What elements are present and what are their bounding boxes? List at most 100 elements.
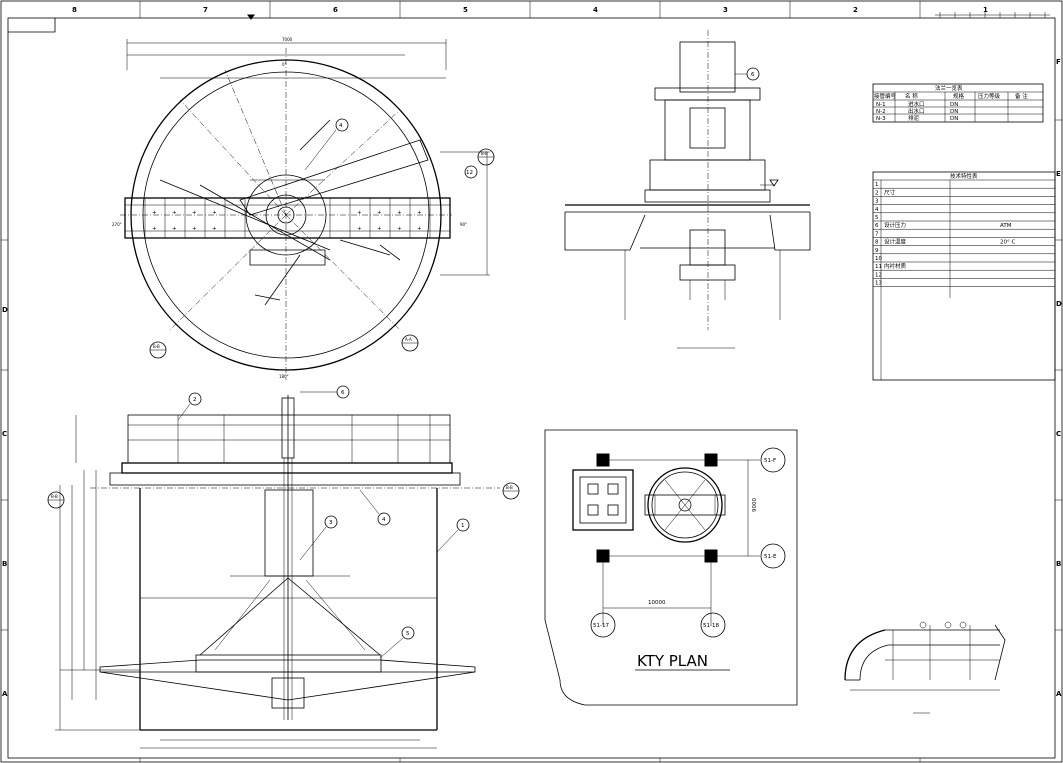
tech-row-cell: 4 [875, 207, 879, 213]
detail-callout-6: 6 [751, 72, 755, 78]
nozzle-header-name: 名 称 [905, 92, 918, 100]
section-callout-6: 6 [300, 385, 350, 399]
plan-angle-bottom: 180° [279, 374, 289, 379]
svg-text:+: + [417, 210, 422, 216]
nozzle-row-3-spec: DN [950, 116, 958, 122]
svg-text:3: 3 [329, 520, 333, 526]
svg-text:+: + [172, 226, 177, 232]
tech-table-title: 技术特性表 [950, 172, 978, 180]
svg-text:B-B: B-B [506, 485, 513, 490]
plan-angle-left: 270° [112, 222, 122, 227]
kty-dim-vertical: 9000 [752, 498, 758, 512]
svg-text:1: 1 [461, 523, 465, 529]
kty-plan-title: KTY PLAN [637, 652, 708, 670]
tech-row-cell: 设计压力 [884, 221, 906, 229]
zone-label-right-c: C [1056, 430, 1061, 438]
svg-text:+: + [192, 210, 197, 216]
section-callout-2: 2 [177, 392, 202, 421]
section-mark-right: B-B [502, 482, 520, 500]
nozzle-header-spec: 规格 [953, 92, 965, 100]
nozzle-row-2-name: 出水口 [908, 107, 925, 115]
tech-row-cell: 10 [875, 256, 882, 262]
zone-label-right-f: F [1056, 58, 1061, 66]
nozzle-row-1-id: N-1 [876, 102, 886, 108]
tech-row-cell: 9 [875, 248, 879, 254]
svg-text:+: + [172, 210, 177, 216]
svg-text:+: + [357, 226, 362, 232]
plan-section-mark-bottom-left: B-B [149, 341, 167, 359]
svg-text:51-F: 51-F [764, 458, 776, 464]
svg-text:51-17: 51-17 [593, 623, 609, 629]
section-callout-5: 5 [379, 626, 415, 659]
nozzle-row-3-id: N-3 [876, 116, 886, 122]
nozzle-header-id: 接管编号 [874, 92, 897, 100]
plan-view: 7000 + + + [112, 37, 495, 380]
plan-section-mark-right: B-B [477, 148, 495, 166]
zone-label-top-3: 3 [723, 6, 728, 14]
svg-text:A-A: A-A [405, 337, 412, 342]
tech-row-cell: 7 [875, 231, 879, 237]
zone-label-left-b: B [2, 560, 7, 568]
nozzle-header-rating: 压力等级 [978, 92, 1001, 100]
plan-angle-top: 0° [282, 62, 287, 67]
section-mark-left: B-B [47, 491, 65, 509]
nozzle-header-note: 备 注 [1015, 92, 1028, 100]
svg-text:+: + [152, 226, 157, 232]
svg-text:+: + [357, 210, 362, 216]
plan-dim-top: 7000 [282, 37, 293, 42]
svg-text:+: + [397, 210, 402, 216]
svg-text:+: + [417, 226, 422, 232]
detail-view: 6 [564, 30, 811, 349]
nozzle-row-2-spec: DN [950, 109, 958, 115]
svg-text:51-E: 51-E [764, 554, 777, 560]
tech-row-cell: 3 [875, 199, 879, 205]
plan-callout-4: 4 [339, 123, 343, 129]
tech-row-cell: 设计温度 [884, 238, 907, 246]
svg-text:+: + [377, 210, 382, 216]
section-view: 1 2 3 4 5 6 [47, 385, 520, 749]
svg-text:+: + [192, 226, 197, 232]
section-callout-4: 4 [359, 489, 391, 526]
plan-callout-12: 12 [466, 170, 473, 176]
svg-text:B-B: B-B [153, 344, 160, 349]
zone-label-top-8: 8 [72, 6, 77, 14]
nozzle-row-3-name: 排泥 [908, 114, 920, 122]
nozzle-row-1-name: 进水口 [908, 100, 925, 108]
zone-label-right-b: B [1056, 560, 1061, 568]
section-callout-1: 1 [436, 518, 470, 553]
plan-angle-right: 90° [460, 222, 467, 227]
zone-label-top-2: 2 [853, 6, 858, 14]
svg-text:+: + [212, 210, 217, 216]
tech-row-cell: 5 [875, 215, 879, 221]
kty-grid-bubble-51-f: 51-F [760, 447, 786, 473]
zone-label-top-7: 7 [203, 6, 208, 14]
svg-text:51-18: 51-18 [703, 623, 719, 629]
kty-grid-bubble-51-18: 51-18 [700, 612, 726, 638]
elbow-detail [844, 621, 1006, 714]
tech-row-cell: 20° C [1000, 240, 1015, 246]
zone-label-top-5: 5 [463, 6, 468, 14]
svg-text:B-B: B-B [51, 494, 58, 499]
zone-label-top-4: 4 [593, 6, 598, 14]
kty-dim-horizontal: 10000 [648, 600, 666, 606]
tech-row-cell: 1 [875, 182, 879, 188]
zone-label-left-d: D [2, 306, 8, 314]
tech-row-cell: 8 [875, 240, 879, 246]
section-callout-3: 3 [299, 515, 338, 561]
kty-grid-bubble-51-17: 51-17 [590, 612, 616, 638]
nozzle-row-1-spec: DN [950, 102, 958, 108]
plan-section-mark-bottom-right: A-A [401, 334, 419, 352]
nozzle-row-2-id: N-2 [876, 109, 886, 115]
nozzle-table-title: 法兰一览表 [935, 84, 963, 92]
tech-row-cell: 12 [875, 272, 882, 278]
zone-label-left-a: A [2, 690, 8, 698]
zone-label-right-a: A [1056, 690, 1062, 698]
tech-row-cell: 6 [875, 223, 879, 229]
svg-text:B-B: B-B [481, 151, 488, 156]
kty-plan: 10000 9000 51-F 51-E 51-17 51-18 KTY PLA… [544, 429, 798, 706]
tech-row-cell: 尺寸 [884, 188, 896, 196]
zone-label-right-e: E [1056, 170, 1061, 178]
zone-label-top-6: 6 [333, 6, 338, 14]
